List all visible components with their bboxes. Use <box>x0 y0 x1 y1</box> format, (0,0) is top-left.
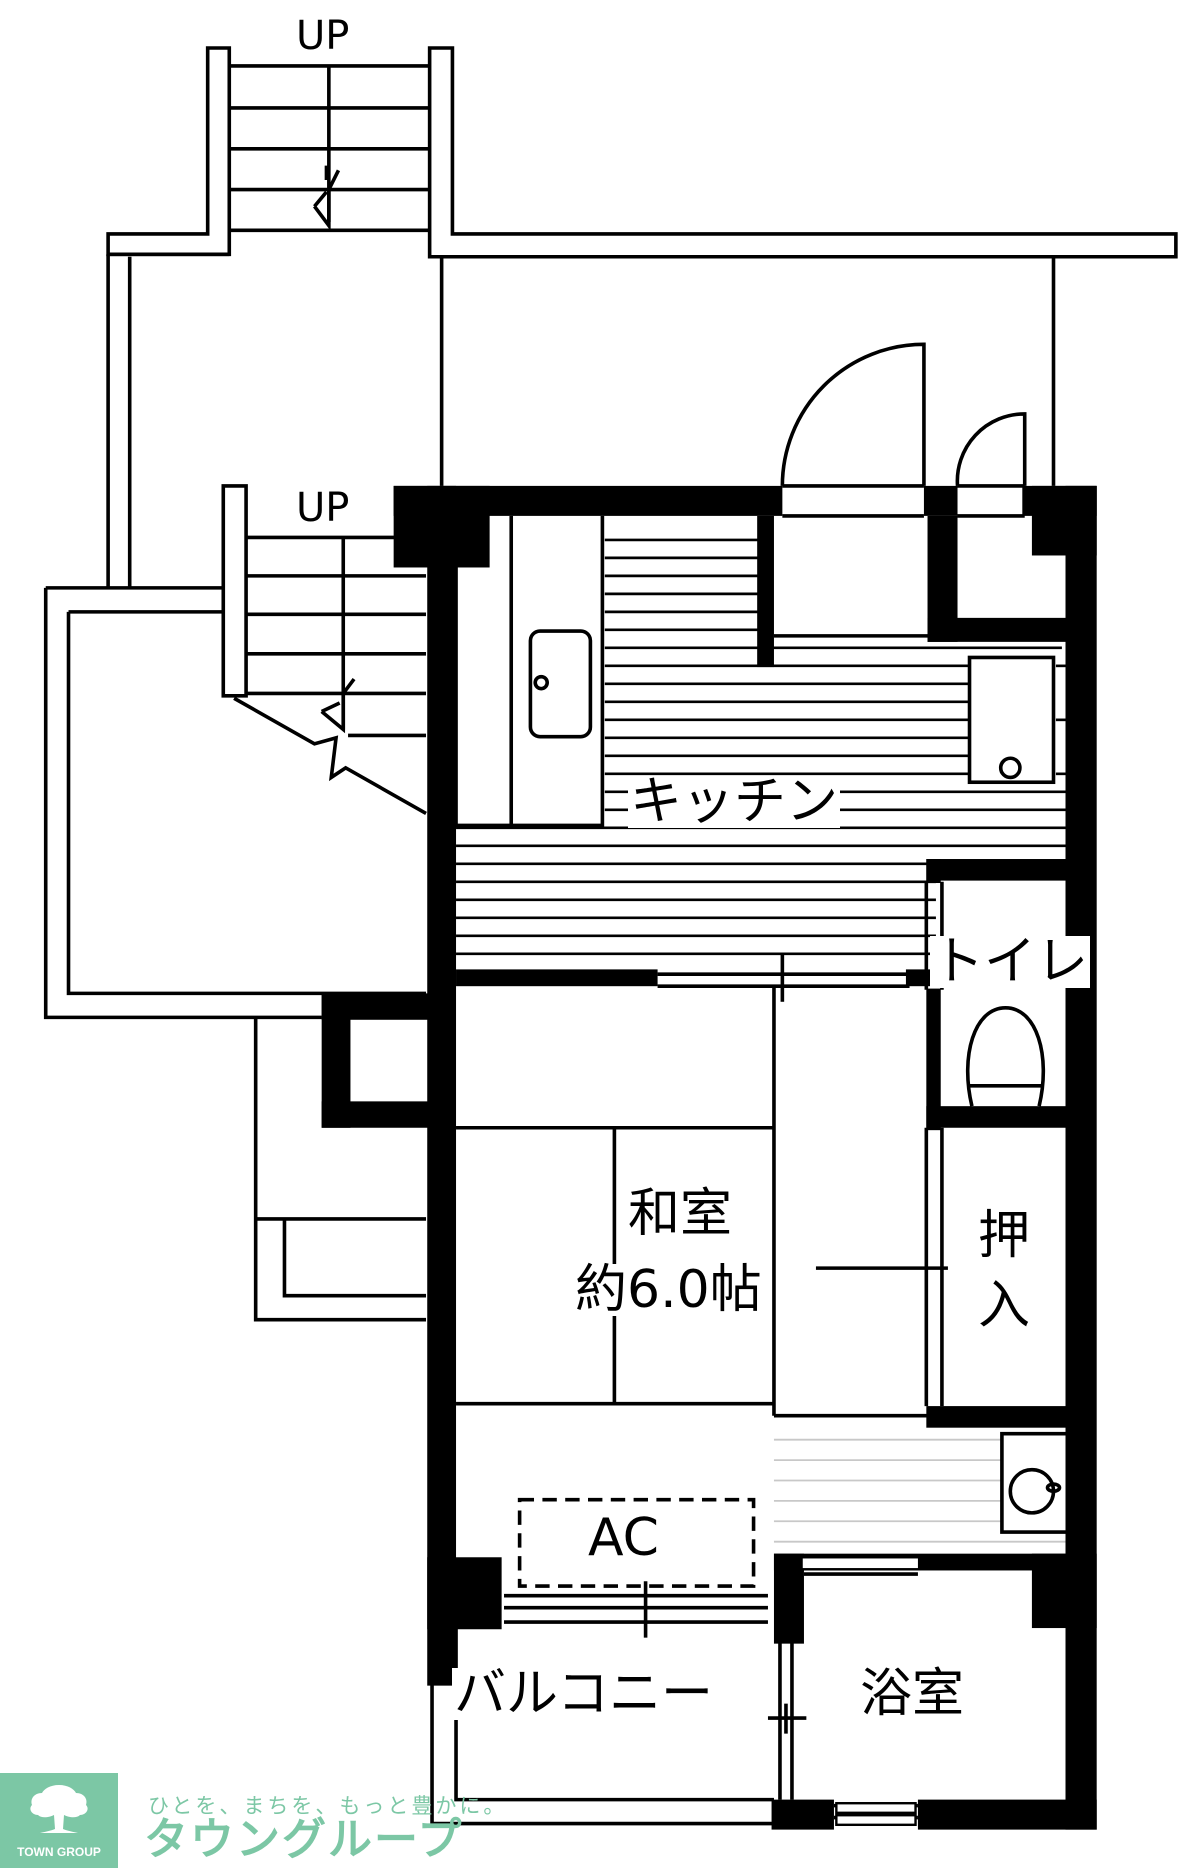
tree-icon <box>30 1785 88 1833</box>
balcony-label: バルコニー <box>452 1664 715 1724</box>
washer-icon <box>967 655 1056 785</box>
entrance-door <box>780 342 926 518</box>
landing <box>43 586 427 1020</box>
ac-label: AC <box>588 1508 659 1568</box>
kitchen-label: キッチン <box>628 772 841 832</box>
lower-staircase <box>221 484 427 815</box>
toilet-label: トイレ <box>930 932 1091 992</box>
washitsu-area: 約6.0帖 <box>573 1260 764 1320</box>
walls <box>321 485 1097 1830</box>
closet-label-2: 入 <box>978 1276 1031 1336</box>
logo-brand-name: タウングループ <box>144 1814 464 1865</box>
upper-staircase <box>106 46 1178 259</box>
bath-label: 浴室 <box>860 1664 965 1724</box>
stairs-up-label-top: UP <box>296 13 350 59</box>
washitsu-label: 和室 <box>628 1184 733 1244</box>
storage-door <box>955 412 1027 518</box>
ac-unit <box>517 1497 756 1588</box>
closet-label-1: 押 <box>978 1206 1031 1266</box>
stairs-up-label-lower: UP <box>296 485 350 531</box>
kitchen-floor <box>456 538 1066 956</box>
toilet-icon <box>965 1005 1046 1107</box>
logo-tagline: ひとを、まちを、もっと豊かに。 <box>148 1794 508 1818</box>
sink-icon <box>528 629 593 739</box>
town-group-logo: TOWN GROUP <box>0 1773 118 1868</box>
logo-badge-text: TOWN GROUP <box>17 1845 101 1859</box>
